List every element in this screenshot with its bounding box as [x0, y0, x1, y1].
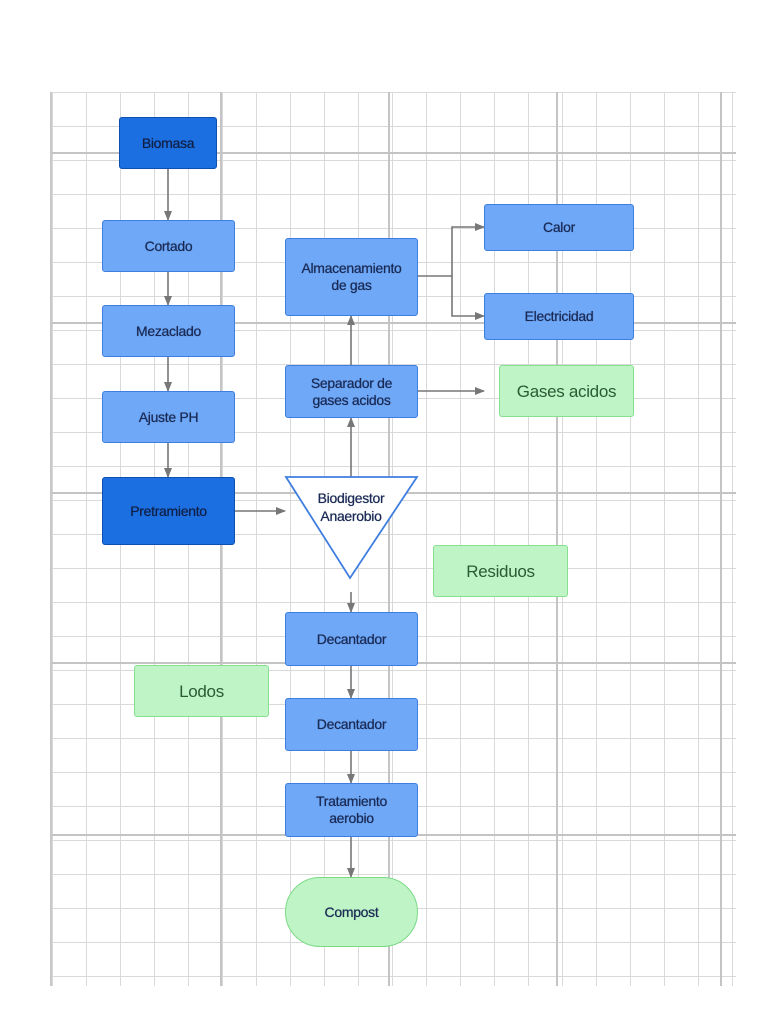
- node-compost[interactable]: Compost: [285, 877, 418, 947]
- grid-major-line: [388, 92, 390, 986]
- node-separador[interactable]: Separador de gases acidos: [285, 365, 418, 418]
- node-biomasa[interactable]: Biomasa: [119, 117, 217, 169]
- node-residuos[interactable]: Residuos: [433, 545, 568, 597]
- node-pretramiento[interactable]: Pretramiento: [102, 477, 235, 545]
- node-almacenamiento[interactable]: Almacenamiento de gas: [285, 238, 418, 316]
- node-electricidad[interactable]: Electricidad: [484, 293, 634, 340]
- node-mezaclado[interactable]: Mezaclado: [102, 305, 235, 357]
- node-gases-acidos[interactable]: Gases acidos: [499, 365, 634, 417]
- grid-major-line: [52, 152, 736, 154]
- node-decantador-1[interactable]: Decantador: [285, 612, 418, 666]
- node-tratamiento[interactable]: Tratamiento aerobio: [285, 783, 418, 837]
- node-lodos[interactable]: Lodos: [134, 665, 269, 717]
- grid-major-line: [720, 92, 722, 986]
- node-ajuste-ph[interactable]: Ajuste PH: [102, 391, 235, 443]
- grid-major-line: [52, 322, 736, 324]
- grid-major-line: [556, 92, 558, 986]
- node-cortado[interactable]: Cortado: [102, 220, 235, 272]
- node-biodigestor-label[interactable]: Biodigestor Anaerobio: [317, 490, 385, 524]
- node-calor[interactable]: Calor: [484, 204, 634, 251]
- node-decantador-2[interactable]: Decantador: [285, 698, 418, 751]
